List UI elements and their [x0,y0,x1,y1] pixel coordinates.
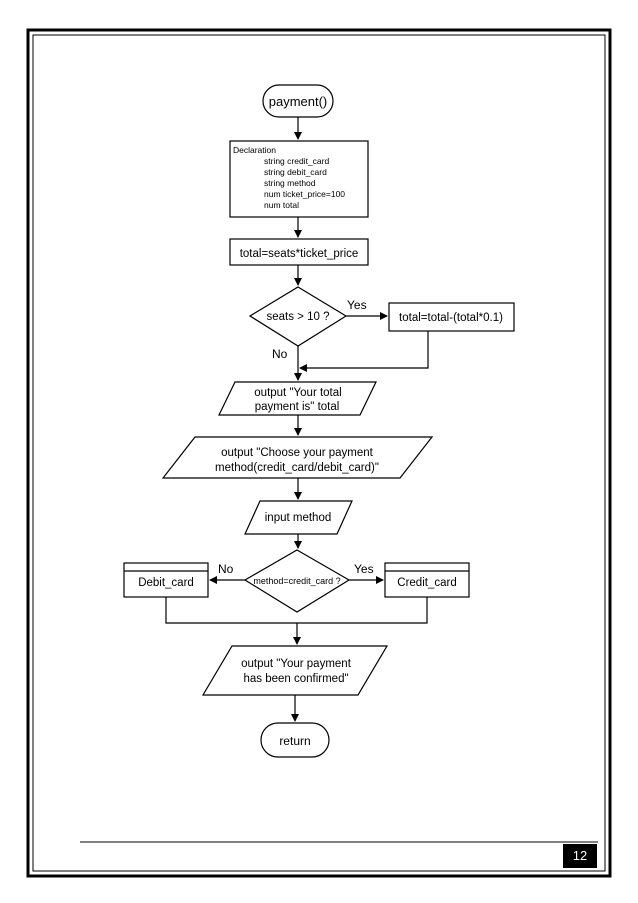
arrow-discount-merge [299,331,429,372]
input-method-parallelogram [244,500,353,535]
output-choose-label: method(credit_card/debit_card)" [215,462,379,474]
method-decision-label: method=credit_card ? [253,576,340,586]
output-choose-parallelogram [161,436,434,479]
credit-card-box [384,562,470,598]
output-total-label: payment is" total [255,401,340,413]
page-border-inner [32,34,606,872]
declaration-line: string credit_card [264,156,329,166]
declaration-line: num total [264,200,299,210]
output-confirmed-parallelogram [201,645,389,696]
method-decision-diamond [243,549,351,613]
output-choose-label: output "Choose your payment [221,447,374,459]
declaration-line: num ticket_price=100 [264,189,345,199]
method-yes-label: Yes [354,562,374,576]
start-label: payment() [269,94,328,109]
page-border-outer [26,28,612,878]
return-label: return [279,734,310,748]
seats-yes-label: Yes [347,298,367,312]
method-no-label: No [218,562,234,576]
output-total-parallelogram [218,381,377,416]
seats-no-label: No [272,347,288,361]
discount-process-label: total=total-(total*0.1) [399,312,503,324]
total-process-label: total=seats*ticket_price [240,248,359,260]
declaration-box [229,140,369,218]
credit-card-label: Credit_card [397,577,456,589]
output-confirmed-label: output "Your payment [241,658,352,670]
page-number: 12 [563,844,597,868]
total-process-box [229,238,369,266]
declaration-heading: Declaration [233,145,276,155]
seats-decision-label: seats > 10 ? [267,311,330,323]
output-total-label: output "Your total [254,387,341,399]
debit-card-label: Debit_card [138,577,194,589]
declaration-line: string debit_card [264,167,327,177]
return-terminator [260,722,330,758]
discount-process-box [388,302,515,332]
input-method-label: input method [265,512,332,524]
declaration-line: string method [264,178,316,188]
output-confirmed-label: has been confirmed" [243,673,348,685]
